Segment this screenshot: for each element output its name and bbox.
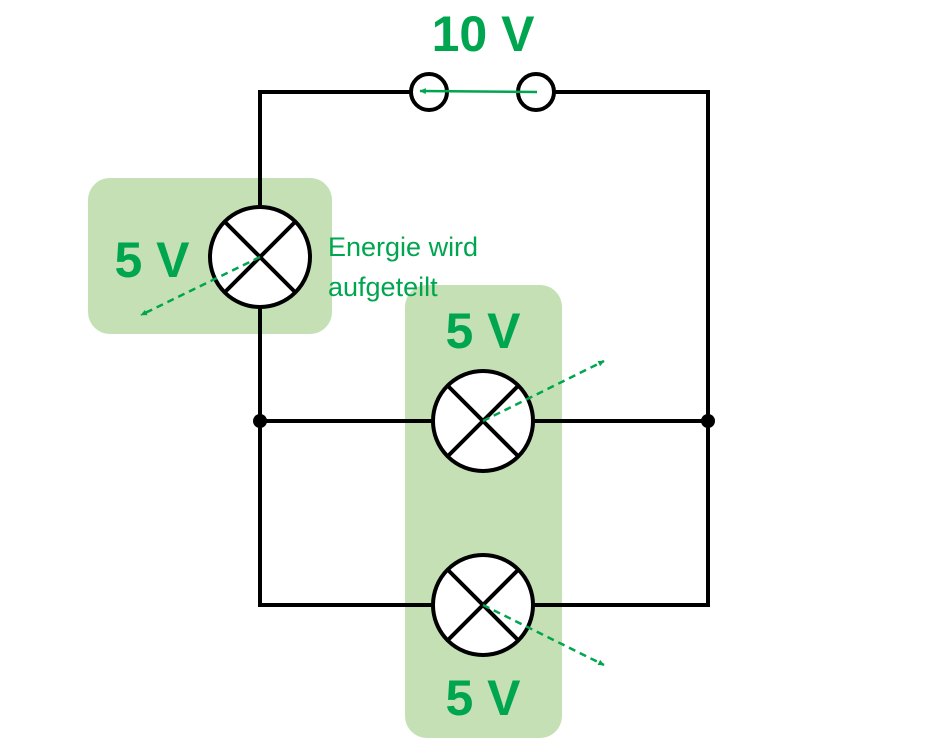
lamp-series-icon: [208, 205, 312, 309]
energy-note-line2: aufgeteilt: [328, 272, 438, 302]
energy-arrow-parallel-lower: [482, 603, 605, 667]
junction-dot-right: [701, 414, 715, 428]
energy-arrow-parallel-upper: [482, 359, 605, 423]
energy-note-line1: Energie wird: [328, 232, 478, 262]
circuit-wires: [258, 90, 710, 607]
energy-arrow-series: [140, 255, 261, 317]
lamp-series-voltage-label: 5 V: [114, 232, 190, 288]
junction-dot-left: [253, 414, 267, 428]
supply-voltage-arrow: [419, 88, 538, 94]
lamp-parallel-lower-voltage-label: 5 V: [445, 670, 521, 726]
supply-voltage-label: 10 V: [432, 6, 536, 62]
lamp-parallel-upper-voltage-label: 5 V: [445, 303, 521, 359]
